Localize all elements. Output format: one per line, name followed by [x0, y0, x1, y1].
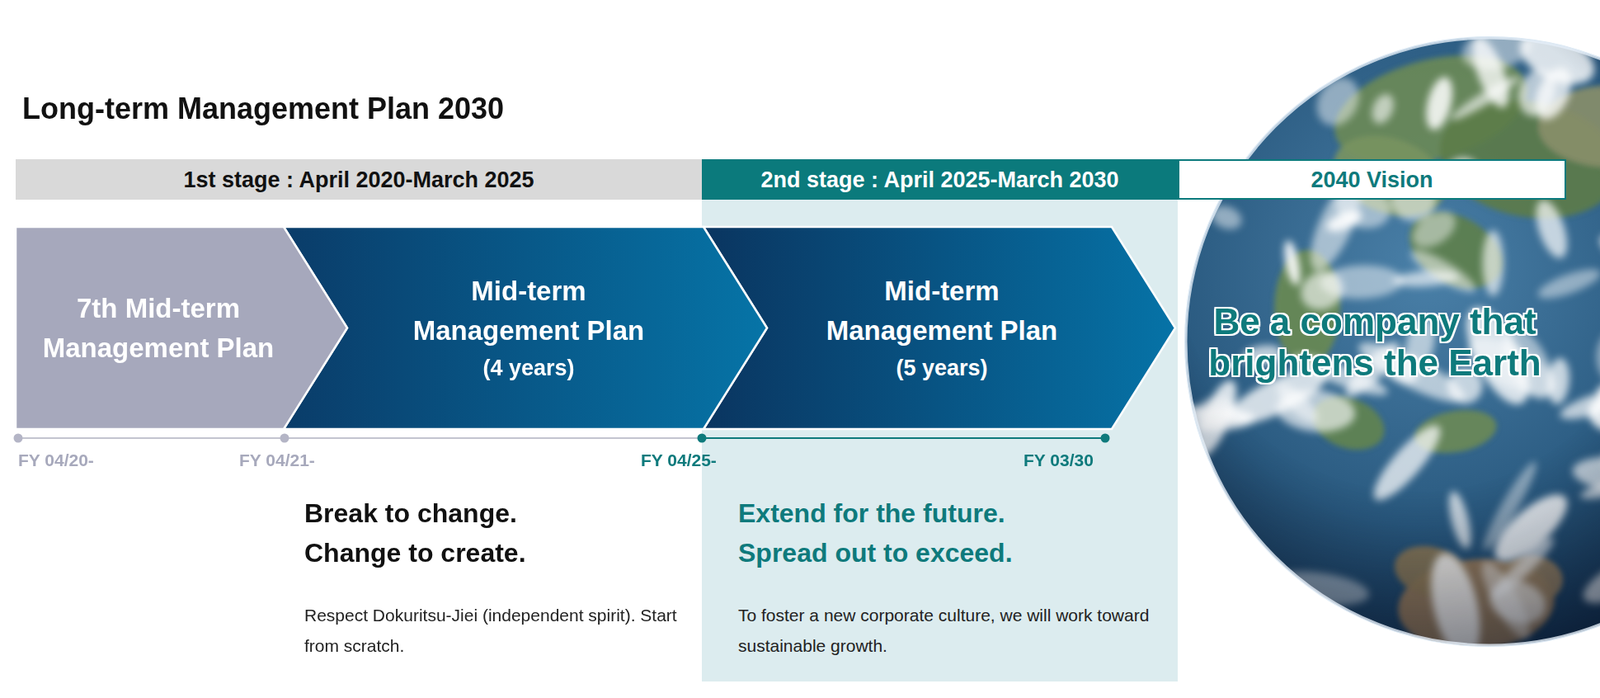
body-text: Respect Dokuritsu-Jiei (independent spir…	[304, 599, 692, 661]
timeline-dot	[1101, 433, 1111, 443]
vision-band: 2040 Vision	[1177, 159, 1567, 200]
chevron-text: Mid-term Management Plan(4 years)	[399, 271, 659, 386]
chevron-outline	[15, 226, 348, 429]
stage-band: 1st stage : April 2020-March 2025	[15, 159, 702, 200]
chevron-text: Mid-term Management Plan(5 years)	[812, 271, 1073, 386]
slogan-text: Break to change. Change to create.	[304, 493, 618, 573]
plan-chevron: Mid-term Management Plan(4 years)	[283, 226, 768, 429]
chevron-shape	[15, 226, 348, 429]
stage-band: 2nd stage : April 2025-March 2030	[701, 159, 1178, 200]
earth-globe: Be a company that brightens the Earth	[1183, 35, 1600, 648]
stage-label: 2nd stage : April 2025-March 2030	[760, 166, 1119, 193]
plan-name: Mid-term Management Plan	[812, 271, 1073, 351]
chevron-outline	[703, 226, 1176, 429]
stage-label: 2040 Vision	[1310, 166, 1433, 193]
fiscal-year: FY 03/30	[1023, 450, 1094, 471]
plan-name: 7th Mid-term Management Plan	[28, 288, 289, 368]
timeline-dot	[697, 433, 707, 443]
chevron-outline	[283, 226, 768, 429]
plan-chevron: Mid-term Management Plan(5 years)	[703, 226, 1176, 429]
diagram-title: Long-term Management Plan 2030	[22, 90, 504, 128]
atmosphere-rim	[1185, 37, 1600, 645]
fiscal-year: FY 04/25-	[640, 450, 717, 471]
earth-body	[1145, 22, 1600, 664]
timeline-dot	[280, 433, 290, 443]
fiscal-year: FY 04/21-	[239, 450, 316, 471]
plan-chevron: 7th Mid-term Management Plan	[15, 226, 348, 429]
fiscal-year: FY 04/20-	[18, 450, 95, 471]
cloud	[1444, 155, 1481, 189]
earth-shade	[1185, 37, 1600, 646]
slogan-text: Extend for the future. Spread out to exc…	[738, 493, 1052, 573]
ocean	[1185, 37, 1600, 646]
plan-duration: (5 years)	[812, 350, 1073, 386]
stage-label: 1st stage : April 2020-March 2025	[183, 166, 534, 193]
plan-name: Mid-term Management Plan	[399, 271, 659, 351]
plan-duration: (4 years)	[399, 350, 659, 386]
timeline-line	[701, 437, 1106, 439]
timeline-line	[18, 437, 702, 439]
chevron-text: 7th Mid-term Management Plan	[28, 288, 289, 368]
body-text: To foster a new corporate culture, we wi…	[738, 599, 1151, 661]
timeline-dot	[14, 433, 24, 443]
cloud-layer	[1145, 22, 1600, 664]
vision-text: Be a company that brightens the Earth	[1189, 301, 1561, 384]
earth-glow	[1184, 36, 1600, 647]
